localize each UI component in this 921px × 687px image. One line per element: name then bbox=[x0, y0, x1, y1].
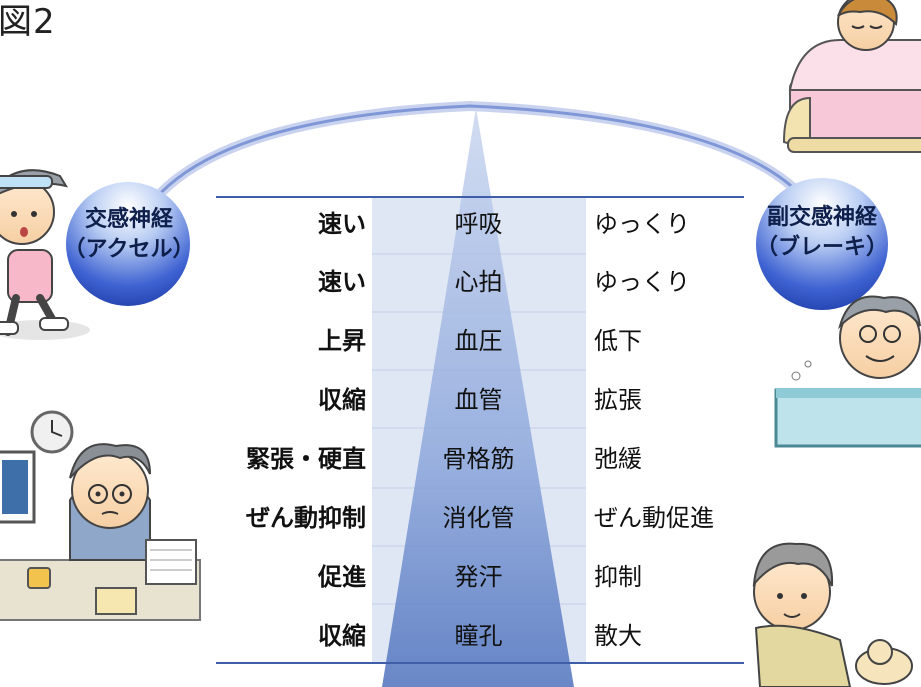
table-row: 緊張・硬直 骨格筋 弛緩 bbox=[216, 430, 744, 488]
body-function: 消化管 bbox=[442, 504, 515, 532]
parasympathetic-effect: ゆっくり bbox=[594, 210, 690, 238]
sympathetic-effect: 緊張・硬直 bbox=[246, 445, 366, 473]
bathing-man-illustration bbox=[774, 295, 921, 448]
table-row: 速い 心拍 ゆっくり bbox=[216, 253, 744, 311]
sympathetic-effect: 収縮 bbox=[318, 622, 366, 650]
sympathetic-effect: 収縮 bbox=[318, 386, 366, 414]
sleeping-woman-illustration bbox=[782, 0, 921, 153]
table-row: ぜん動抑制 消化管 ぜん動促進 bbox=[216, 489, 744, 547]
jogging-woman-illustration bbox=[0, 169, 90, 340]
table-row: 速い 呼吸 ゆっくり bbox=[216, 195, 744, 253]
body-function: 血管 bbox=[454, 386, 503, 414]
sympathetic-effect: 速い bbox=[318, 210, 366, 238]
parasympathetic-nerve-subtitle: （ブレーキ） bbox=[755, 235, 888, 260]
sympathetic-effect: 促進 bbox=[318, 563, 366, 591]
sympathetic-effect: ぜん動抑制 bbox=[246, 504, 366, 532]
parasympathetic-effect: 拡張 bbox=[594, 386, 642, 414]
table-row: 促進 発汗 抑制 bbox=[216, 548, 744, 606]
sympathetic-nerve-label: 交感神経 （アクセル） bbox=[60, 205, 198, 265]
figure-label: 図2 bbox=[0, 2, 56, 42]
office-worker-illustration bbox=[0, 410, 201, 621]
table-row: 上昇 血圧 低下 bbox=[216, 312, 744, 370]
parasympathetic-effect: 散大 bbox=[594, 622, 642, 650]
body-function: 発汗 bbox=[454, 563, 503, 591]
table-row: 収縮 血管 拡張 bbox=[216, 371, 744, 429]
body-function: 骨格筋 bbox=[442, 445, 515, 473]
table-row: 収縮 瞳孔 散大 bbox=[216, 607, 744, 665]
parasympathetic-effect: ゆっくり bbox=[594, 268, 690, 296]
sympathetic-ball bbox=[66, 182, 190, 306]
pivot-triangle bbox=[382, 108, 574, 687]
sympathetic-nerve-title: 交感神経 bbox=[84, 207, 173, 232]
parasympathetic-nerve-label: 副交感神経 （ブレーキ） bbox=[748, 203, 896, 263]
parasympathetic-nerve-title: 副交感神経 bbox=[766, 205, 877, 230]
sympathetic-nerve-subtitle: （アクセル） bbox=[63, 237, 195, 262]
table-top-rule bbox=[216, 196, 744, 198]
parasympathetic-effect: 低下 bbox=[594, 327, 642, 355]
parasympathetic-effect: 抑制 bbox=[594, 563, 642, 591]
sympathetic-effect: 速い bbox=[318, 268, 366, 296]
body-function: 呼吸 bbox=[454, 210, 503, 238]
body-function: 血圧 bbox=[454, 327, 503, 355]
table-bottom-rule bbox=[216, 662, 744, 664]
woman-with-puppy-illustration bbox=[752, 542, 913, 687]
body-function: 瞳孔 bbox=[454, 622, 503, 650]
parasympathetic-effect: ぜん動促進 bbox=[594, 504, 714, 532]
body-function: 心拍 bbox=[454, 268, 503, 296]
sympathetic-effect: 上昇 bbox=[318, 327, 366, 355]
parasympathetic-effect: 弛緩 bbox=[594, 445, 642, 473]
parasympathetic-ball bbox=[756, 178, 888, 310]
